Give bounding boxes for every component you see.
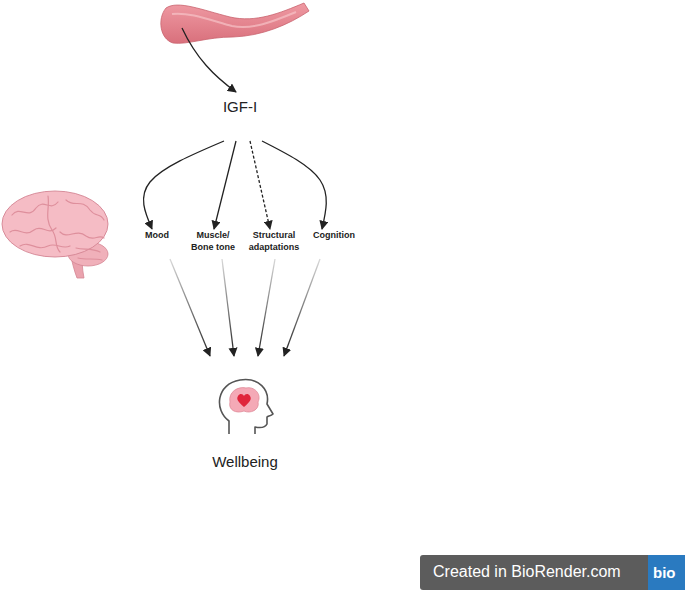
arrow-connector	[170, 259, 210, 356]
watermark-text: Created in BioRender.com	[433, 563, 621, 581]
effect-label: Structural adaptations	[245, 229, 303, 259]
node-text: Cognition	[313, 229, 355, 241]
organ-illustration	[161, 3, 309, 43]
wellbeing-icon	[219, 380, 273, 434]
effect-label: Mood	[136, 229, 178, 259]
watermark-logo: bio	[653, 564, 676, 581]
effect-label: Cognition	[310, 229, 358, 259]
hormone-label: IGF-I	[205, 97, 275, 141]
node-text: Wellbeing	[212, 452, 278, 472]
node-text: Muscle/ Bone tone	[188, 229, 238, 253]
arrow-connector	[284, 259, 320, 356]
node-text: Mood	[145, 229, 169, 241]
organ-arrow	[182, 28, 236, 92]
brain-illustration	[2, 191, 108, 278]
watermark-badge	[420, 555, 685, 590]
arrow-connector	[144, 141, 224, 229]
arrow-connector	[214, 141, 236, 229]
arrow-connector	[250, 141, 270, 229]
arrow-connector	[258, 259, 275, 356]
node-text: IGF-I	[223, 97, 257, 117]
arrow-connector	[222, 259, 234, 356]
effect-label: Muscle/ Bone tone	[188, 229, 238, 259]
outcome-node: Wellbeing	[200, 356, 290, 472]
arrow-connector	[262, 141, 326, 229]
node-text: Structural adaptations	[245, 229, 303, 253]
